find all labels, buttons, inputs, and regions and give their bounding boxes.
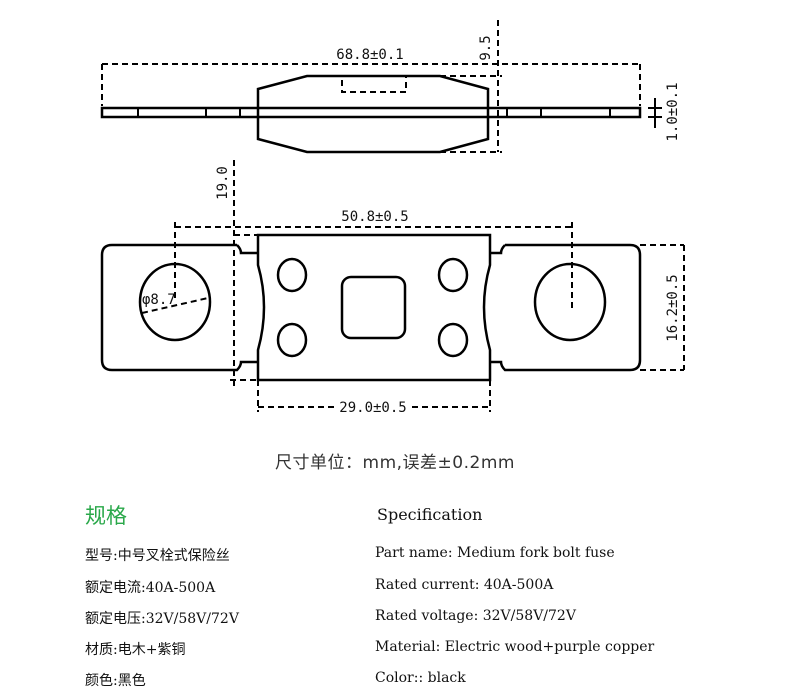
spec-row-en: Part name: Medium fork bolt fuse [375, 545, 615, 561]
thickness-marker [648, 98, 662, 128]
body-hole [437, 322, 469, 358]
spec-row-en: Rated current: 40A-500A [375, 577, 554, 593]
dim-body-width: 29.0±0.5 [339, 400, 406, 416]
strip-ticks [137, 108, 611, 117]
spec-row-en: Material: Electric wood+purple copper [375, 639, 655, 655]
body-hole [276, 322, 308, 358]
spec-row-cn: 型号:中号叉栓式保险丝 [85, 548, 230, 564]
dim-hole-spacing: 50.8±0.5 [341, 209, 408, 225]
side-view-body [256, 74, 490, 154]
fuse-body [256, 233, 492, 382]
side-view [100, 74, 642, 154]
spec-row-cn: 额定电流:40A-500A [85, 580, 216, 596]
spec-row-cn: 材质:电木+紫铜 [85, 642, 186, 658]
spec-row-cn: 额定电压:32V/58V/72V [85, 611, 239, 627]
dim-overall-length: 68.8±0.1 [336, 47, 403, 63]
top-view-dimension-lines [141, 160, 685, 412]
top-view [100, 233, 642, 382]
dim-thickness: 1.0±0.1 [665, 82, 681, 141]
unit-caption: 尺寸单位：mm,误差±0.2mm [275, 453, 515, 473]
left-tab [100, 243, 258, 372]
right-tab [490, 243, 642, 372]
technical-drawing: 68.8±0.1 9.5 1.0±0.1 50.8±0.5 19.0 16.2±… [100, 20, 685, 416]
body-hole [276, 257, 308, 293]
dim-tab-width: 16.2±0.5 [665, 274, 681, 341]
spec-heading-en: Specification [377, 505, 483, 524]
dim-height: 9.5 [478, 35, 494, 60]
center-window [340, 275, 407, 340]
spec-heading-cn: 规格 [85, 504, 127, 528]
right-bolt-hole [533, 262, 607, 342]
spec-row-cn: 颜色:黑色 [85, 673, 146, 689]
body-hole [437, 257, 469, 293]
dim-hole-diameter: φ8.7 [142, 292, 176, 308]
spec-row-en: Color:: black [375, 670, 466, 686]
side-view-dimension-lines [101, 20, 641, 153]
spec-row-en: Rated voltage: 32V/58V/72V [375, 608, 576, 624]
dim-body-height: 19.0 [215, 166, 231, 200]
